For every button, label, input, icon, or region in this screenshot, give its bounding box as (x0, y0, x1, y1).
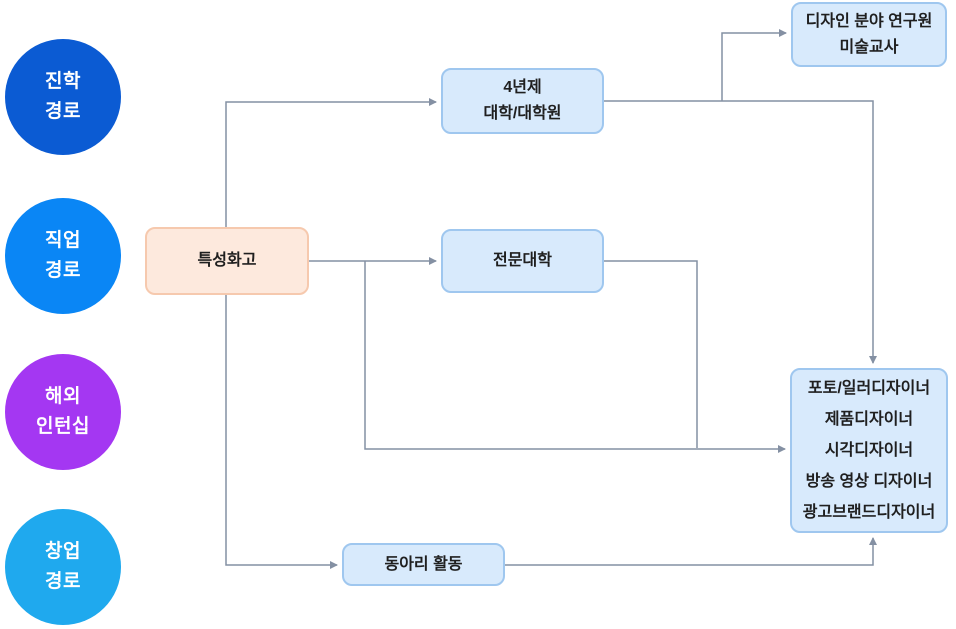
circle-career-label-line1: 직업 (45, 229, 81, 251)
node-design-researcher-art-teacher: 디자인 분야 연구원 미술교사 (791, 2, 947, 67)
circle-career-path: 직업 경로 (5, 198, 121, 314)
node-four-year-university: 4년제 대학/대학원 (441, 68, 604, 134)
connector-club-to-careers (505, 537, 877, 566)
node-researcher-label-line2: 미술교사 (839, 38, 899, 56)
circle-advancement-label-line2: 경로 (45, 101, 81, 122)
circle-internship-label-line1: 해외 (45, 385, 81, 407)
careers-item-broadcast-video-designer: 방송 영상 디자이너 (805, 473, 933, 490)
circle-startup-label-line1: 창업 (45, 540, 81, 562)
careers-item-photo-illustration-designer: 포토/일러디자이너 (807, 380, 931, 397)
circle-advancement-label-line1: 진학 (45, 70, 81, 92)
node-specialized-high-school: 특성화고 (145, 227, 309, 295)
careers-item-visual-designer: 시각디자이너 (824, 442, 914, 459)
circle-career-label-line2: 경로 (45, 260, 81, 281)
connector-school-to-club (225, 295, 338, 569)
connector-school-to-university (225, 98, 437, 227)
circle-internship-label-line2: 인턴십 (36, 416, 90, 437)
circle-overseas-internship: 해외 인턴십 (5, 354, 121, 470)
node-club-activities-label: 동아리 활동 (384, 555, 463, 573)
node-club-activities: 동아리 활동 (342, 543, 505, 586)
node-university-label-line1: 4년제 (503, 79, 542, 97)
connector-university-to-researcher (721, 29, 787, 101)
connector-college-to-careers-junction (604, 260, 698, 448)
node-university-label-line2: 대학/대학원 (483, 105, 562, 122)
node-researcher-label-line1: 디자인 분야 연구원 (805, 12, 933, 30)
node-designer-careers: 포토/일러디자이너 제품디자이너 시각디자이너 방송 영상 디자이너 광고브랜드… (790, 368, 948, 533)
circle-startup-path: 창업 경로 (5, 509, 121, 625)
node-junior-college-label: 전문대학 (493, 252, 552, 270)
circle-startup-label-line2: 경로 (45, 571, 81, 592)
connector-university-to-careers (604, 100, 877, 364)
circle-advancement-path: 진학 경로 (5, 39, 121, 155)
node-junior-college: 전문대학 (441, 229, 604, 293)
careers-item-ad-brand-designer: 광고브랜드디자이너 (802, 504, 936, 521)
careers-item-product-designer: 제품디자이너 (824, 411, 914, 428)
node-specialized-high-school-label: 특성화고 (197, 252, 257, 270)
